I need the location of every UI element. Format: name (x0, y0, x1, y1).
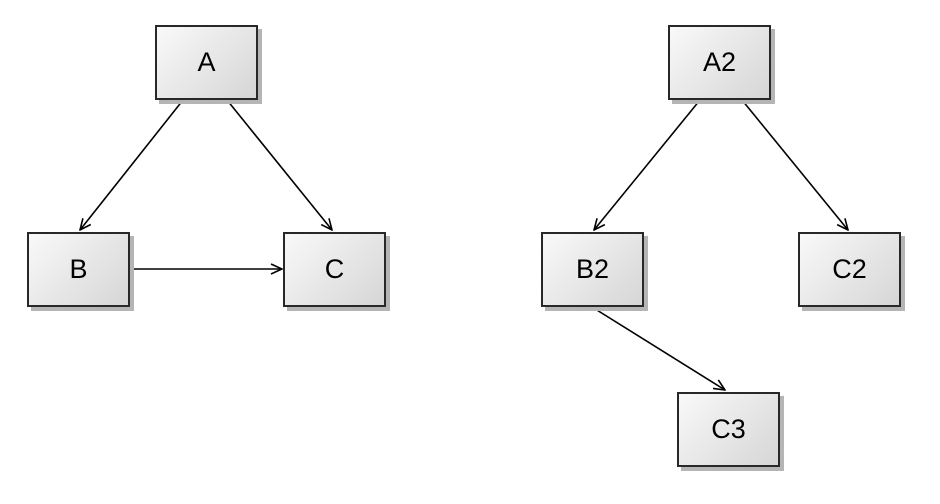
node-C2[interactable]: C2 (798, 232, 901, 307)
node-label: B2 (575, 254, 610, 284)
node-B2[interactable]: B2 (541, 232, 644, 307)
node-label: C3 (711, 414, 746, 444)
node-label: A (197, 47, 216, 77)
node-label: C (324, 254, 345, 284)
edge-A2-B2 (594, 99, 701, 230)
node-label: C2 (832, 254, 867, 284)
node-C3[interactable]: C3 (677, 392, 780, 467)
node-A2[interactable]: A2 (668, 25, 771, 100)
node-label: A2 (702, 47, 737, 77)
node-C[interactable]: C (283, 232, 386, 307)
node-A[interactable]: A (155, 25, 258, 100)
edge-A-B (80, 99, 184, 230)
node-label: B (69, 254, 88, 284)
edge-A2-C2 (741, 99, 848, 230)
node-B[interactable]: B (27, 232, 130, 307)
edge-A-C (226, 99, 332, 230)
edge-B2-C3 (591, 306, 725, 390)
